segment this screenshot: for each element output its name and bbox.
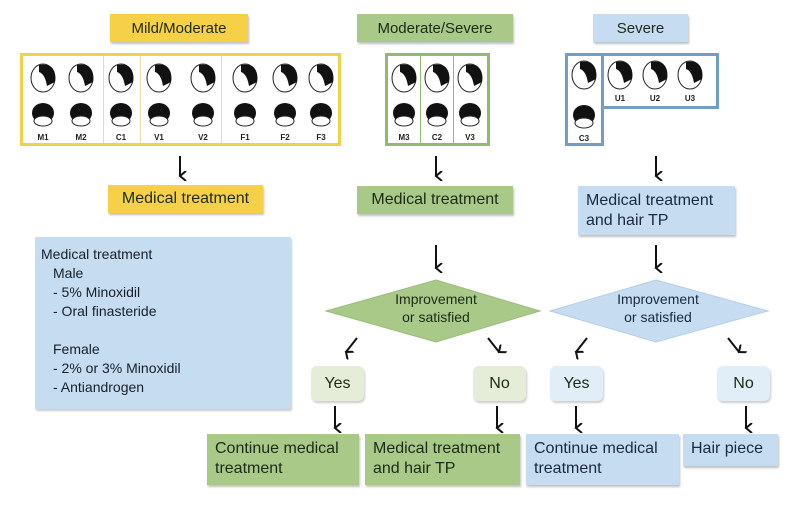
moderate-severe-treatment-label: Medical treatment xyxy=(371,191,499,208)
no-label: No xyxy=(733,374,754,392)
outcome-line1: Continue medical xyxy=(534,440,658,457)
hair-pattern-f1: F1 xyxy=(232,63,258,142)
mild-moderate-heads: M1 M2 C1 V1 V2 F1 F2 F3 xyxy=(30,63,334,142)
arrow-diag-right xyxy=(727,337,739,352)
divider xyxy=(420,56,421,143)
no-severe: No xyxy=(717,366,770,401)
hair-pattern-u3: U3 xyxy=(677,60,703,103)
mild-moderate-label: Mild/Moderate xyxy=(110,14,248,42)
outcome-continue-medical-blue: Continue medical treatment xyxy=(526,434,679,485)
severe-treatment-line1: Medical treatment xyxy=(586,192,714,209)
decision-text-moderate-severe: Improvement or satisfied xyxy=(366,290,506,326)
hair-pattern-c3: C3 xyxy=(571,60,597,143)
severe-treatment-line2: and hair TP xyxy=(586,212,669,229)
severe-heads: C3 U1 U2 U3 xyxy=(571,60,703,143)
outcome-line2: treatment xyxy=(215,460,283,477)
moderate-severe-title: Moderate/Severe xyxy=(377,19,493,37)
outcome-line2: and hair TP xyxy=(373,460,456,477)
hair-pattern-c1: C1 xyxy=(108,63,134,142)
mild-moderate-title: Mild/Moderate xyxy=(131,19,227,37)
outcome-line1: Continue medical xyxy=(215,440,339,457)
arrow-diag-left xyxy=(346,337,358,352)
pattern-code: C1 xyxy=(116,133,127,142)
arrow-diag-right xyxy=(487,337,499,352)
hair-pattern-f3: F3 xyxy=(308,63,334,142)
pattern-code: F2 xyxy=(280,133,290,142)
pattern-code: V2 xyxy=(198,133,208,142)
medical-treatment-info: Medical treatment Male - 5% Minoxidil - … xyxy=(35,237,291,409)
moderate-severe-label: Moderate/Severe xyxy=(357,14,513,42)
pattern-code: C2 xyxy=(432,133,443,142)
pattern-code: V3 xyxy=(465,133,475,142)
info-male-item: - Oral finasteride xyxy=(53,303,157,319)
decision-diamond-moderate-severe xyxy=(324,279,542,343)
hair-pattern-u2: U2 xyxy=(642,60,668,103)
mild-moderate-treatment-label: Medical treatment xyxy=(121,190,250,207)
divider xyxy=(221,56,222,143)
hair-pattern-m2: M2 xyxy=(68,63,94,142)
hair-pattern-u1: U1 xyxy=(607,60,633,103)
yes-label: Yes xyxy=(563,374,590,392)
no-moderate-severe: No xyxy=(473,366,526,401)
outcome-medical-hair-tp: Medical treatment and hair TP xyxy=(365,434,520,485)
moderate-severe-treatment: Medical treatment xyxy=(357,186,513,214)
severe-title: Severe xyxy=(616,19,665,37)
no-label: No xyxy=(489,374,510,392)
spacer xyxy=(41,321,285,340)
pattern-code: F3 xyxy=(316,133,326,142)
mild-moderate-patterns: M1 M2 C1 V1 V2 F1 F2 F3 xyxy=(20,53,341,146)
arrow-diag-left xyxy=(576,337,588,352)
decision-text-severe: Improvement or satisfied xyxy=(588,290,728,326)
divider xyxy=(453,56,454,143)
severe-label: Severe xyxy=(593,14,688,42)
pattern-code: M2 xyxy=(75,133,87,142)
info-female-heading: Female xyxy=(53,341,100,357)
hair-pattern-m3: M3 xyxy=(391,63,417,142)
outcome-line2: treatment xyxy=(534,460,602,477)
pattern-code: F1 xyxy=(240,133,250,142)
yes-moderate-severe: Yes xyxy=(311,366,364,401)
hair-pattern-v1: V1 xyxy=(146,63,172,142)
hair-pattern-v3: V3 xyxy=(457,63,483,142)
moderate-severe-patterns: M3 C2 V3 xyxy=(385,53,490,146)
decision-line2: or satisfied xyxy=(402,309,470,325)
hair-pattern-m1: M1 xyxy=(30,63,56,142)
severe-treatment: Medical treatment and hair TP xyxy=(578,186,735,235)
info-female-item: - Antiandrogen xyxy=(53,379,145,395)
info-title: Medical treatment xyxy=(41,246,153,262)
yes-label: Yes xyxy=(324,374,351,392)
pattern-code: U1 xyxy=(615,94,626,103)
info-male-heading: Male xyxy=(53,265,84,281)
info-female-item: - 2% or 3% Minoxidil xyxy=(53,360,181,376)
hair-pattern-f2: F2 xyxy=(272,63,298,142)
moderate-severe-heads: M3 C2 V3 xyxy=(391,63,483,142)
pattern-code: M3 xyxy=(398,133,410,142)
outcome-hair-piece: Hair piece xyxy=(683,434,778,466)
pattern-code: M1 xyxy=(37,133,49,142)
pattern-code: V1 xyxy=(154,133,164,142)
decision-line1: Improvement xyxy=(617,291,699,307)
outcome-line1: Medical treatment xyxy=(373,440,501,457)
divider xyxy=(140,56,141,143)
decision-line1: Improvement xyxy=(395,291,477,307)
outcome-line1: Hair piece xyxy=(691,440,764,457)
divider xyxy=(103,56,104,143)
pattern-code: U2 xyxy=(650,94,661,103)
outcome-continue-medical-green: Continue medical treatment xyxy=(207,434,359,485)
hair-pattern-v2: V2 xyxy=(190,63,216,142)
pattern-code: U3 xyxy=(685,94,696,103)
hair-pattern-c2: C2 xyxy=(424,63,450,142)
decision-line2: or satisfied xyxy=(624,309,692,325)
decision-diamond-severe xyxy=(548,279,770,343)
pattern-code: C3 xyxy=(579,134,590,143)
mild-moderate-treatment-box: Medical treatment xyxy=(108,185,263,213)
yes-severe: Yes xyxy=(550,366,603,401)
info-male-item: - 5% Minoxidil xyxy=(53,284,141,300)
